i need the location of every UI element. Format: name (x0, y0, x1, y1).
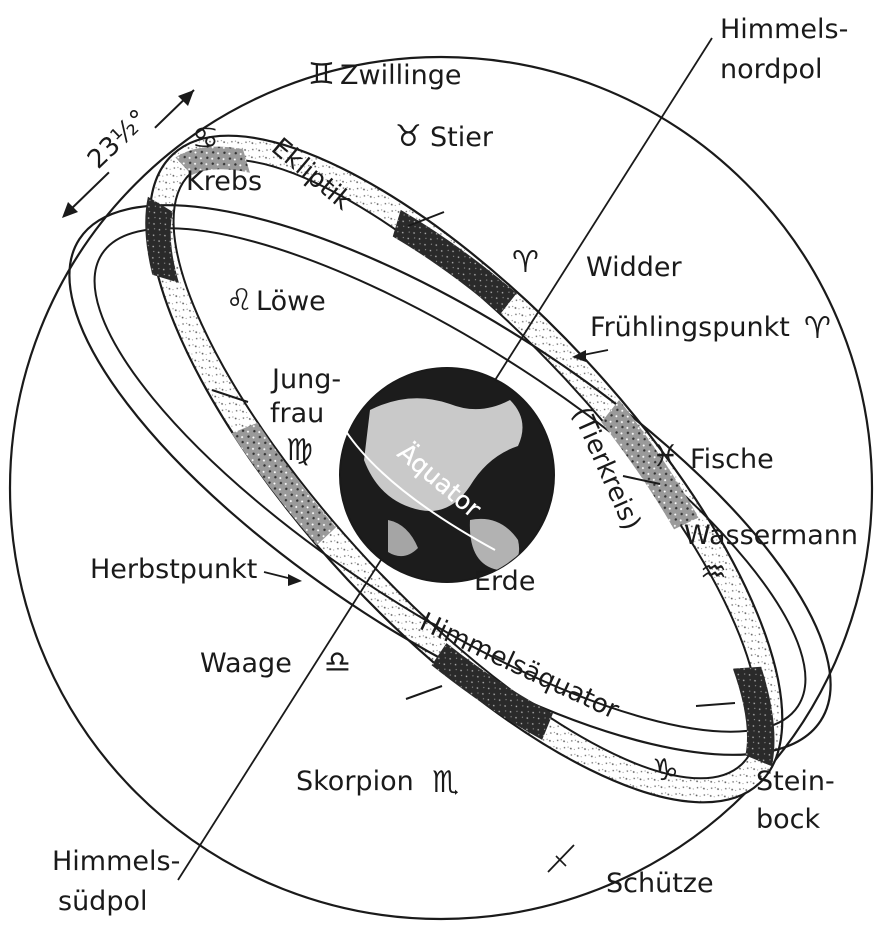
jungfrau-line1: Jung- (270, 364, 341, 395)
wassermann-symbol: ♒ (700, 555, 727, 590)
steinbock-symbol: ♑ (652, 753, 679, 788)
skorpion-symbol: ♏ (432, 765, 459, 800)
loewe-label: Löwe (256, 286, 326, 317)
herbstpunkt-arrow (264, 572, 302, 586)
himmelssuedpol-line2: südpol (58, 886, 147, 917)
jungfrau-line2: frau (270, 398, 324, 429)
himmelsnordpol-line2: nordpol (720, 54, 823, 85)
widder-symbol: ♈ (512, 245, 539, 280)
earth: Äquator (340, 368, 554, 582)
loewe-symbol: ♌ (226, 283, 253, 318)
himmelssuedpol-line1: Himmels- (52, 846, 180, 877)
jungfrau-symbol: ♍ (286, 433, 313, 468)
zwillinge-label: Zwillinge (340, 60, 461, 91)
waage-label: Waage (200, 648, 292, 679)
widder-label: Widder (586, 252, 682, 283)
herbstpunkt-label: Herbstpunkt (90, 554, 257, 585)
stier-symbol: ♉ (395, 119, 422, 154)
waage-symbol: ♎ (324, 645, 351, 680)
wassermann-label: Wassermann (684, 520, 858, 551)
fruehlingspunkt-label: Frühlingspunkt (590, 312, 790, 343)
himmelsnordpol-line1: Himmels- (720, 14, 848, 45)
stier-label: Stier (430, 122, 494, 153)
schuetze-pointer (548, 845, 574, 872)
schuetze-label: Schütze (606, 868, 714, 899)
fische-label: Fische (690, 444, 774, 475)
krebs-symbol: ♋ (192, 121, 219, 156)
zwillinge-symbol: ♊ (308, 57, 335, 92)
steinbock-line1: Stein- (756, 766, 835, 797)
fische-symbol: ♓ (652, 439, 679, 474)
skorpion-label: Skorpion (296, 766, 414, 797)
fruehlingspunkt-symbol: ♈ (804, 311, 831, 346)
steinbock-line2: bock (756, 804, 821, 835)
erde-label: Erde (474, 566, 535, 597)
krebs-label: Krebs (186, 166, 262, 197)
